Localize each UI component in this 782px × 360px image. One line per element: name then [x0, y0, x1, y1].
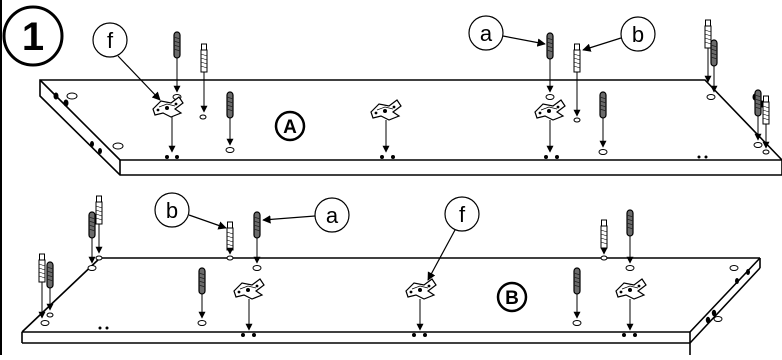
callout-f-bottom: f: [427, 196, 480, 281]
callout-f-top: f: [92, 22, 161, 101]
panel-b: [21, 255, 782, 355]
panel-a-hardware: [152, 19, 770, 153]
callout-f-bottom-label: f: [459, 202, 466, 227]
step-number: 1: [22, 15, 44, 59]
callout-a-top: a: [468, 15, 546, 51]
panel-b-label: B: [496, 281, 528, 313]
callout-b-top-label: b: [632, 22, 644, 47]
callout-f-top-label: f: [107, 28, 114, 53]
panel-b-hardware: [38, 195, 647, 331]
step-number-badge: 1: [2, 5, 64, 67]
panel-a: [39, 79, 782, 176]
callout-b-top: b: [582, 16, 656, 52]
panel-a-letter: A: [283, 117, 297, 138]
panel-a-label: A: [274, 110, 306, 142]
callout-a-bottom: a: [262, 197, 350, 233]
callout-a-top-label: a: [480, 21, 493, 46]
panel-b-letter: B: [505, 288, 519, 309]
callout-a-bottom-label: a: [326, 203, 339, 228]
callout-b-bottom-label: b: [166, 198, 178, 223]
callout-b-bottom: b: [154, 192, 227, 230]
